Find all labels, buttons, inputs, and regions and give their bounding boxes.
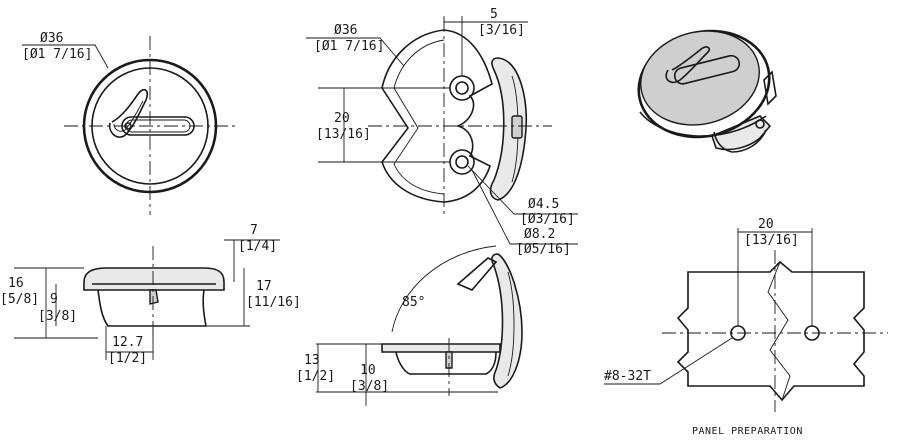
elevation-view: 16 [5/8] 9 [3/8] 7 [1/4] 17 [11/16] 12.7… — [0, 223, 301, 366]
elev-top-in: [1/4] — [238, 239, 277, 254]
elev-height-in: [5/8] — [0, 292, 39, 307]
iso-cap-lip — [639, 111, 767, 137]
side-offset-mm: 5 — [490, 7, 498, 22]
side-offset-in: [3/16] — [478, 23, 525, 38]
open-total-in: [1/2] — [296, 369, 335, 384]
open-base — [381, 343, 501, 353]
front-dia-in: [Ø1 7/16] — [22, 47, 92, 62]
iso-cap-face — [640, 30, 760, 126]
side-cap-edge — [489, 57, 528, 201]
panel-break-line — [767, 261, 791, 401]
front-dia-leader — [22, 44, 109, 69]
side-hole-bottom-outer — [449, 149, 475, 175]
elev-inner-in: [3/8] — [38, 309, 77, 324]
elev-body — [97, 289, 207, 327]
elev-top-mm: 7 — [250, 223, 258, 238]
side-hole-bottom-inner — [455, 155, 469, 169]
elev-stem — [149, 289, 159, 305]
iso-pull-slot — [673, 54, 741, 85]
side-hole-small-in: [Ø3/16] — [520, 212, 575, 227]
side-hole-top-inner — [455, 81, 469, 95]
elev-inner-mm: 9 — [50, 292, 58, 307]
side-view: Ø36 [Ø1 7/16] 5 [3/16] 20 [13/16] Ø4.5 [… — [306, 7, 578, 257]
elev-height-mm: 16 — [8, 276, 24, 291]
open-body — [395, 351, 497, 375]
open-view: 85° 13 [1/2] 10 [3/8] — [296, 245, 523, 406]
front-pin — [124, 122, 132, 130]
panel-thread: #8-32T — [604, 369, 651, 384]
panel-caption: PANEL PREPARATION — [692, 426, 803, 437]
elev-width-in: [1/2] — [108, 351, 147, 366]
side-hole-small-mm: Ø4.5 — [528, 197, 559, 212]
iso-latch — [763, 70, 777, 106]
side-spacing-mm: 20 — [334, 111, 350, 126]
side-hole-small-leader — [467, 165, 578, 215]
open-angle-arc — [391, 245, 497, 333]
open-base-in: [3/8] — [350, 379, 389, 394]
panel-thread-leader — [604, 337, 733, 385]
elev-width-mm: 12.7 — [112, 335, 143, 350]
side-dia-leader — [306, 37, 405, 67]
side-bracket-inner — [393, 39, 445, 195]
side-hole-top-outer — [449, 75, 475, 101]
side-hole-large-mm: Ø8.2 — [524, 227, 555, 242]
open-lid — [491, 253, 523, 389]
open-lid-face — [507, 271, 515, 377]
front-pull-ring — [108, 88, 149, 138]
elev-body-in: [11/16] — [246, 295, 301, 310]
front-pull-ring-inner — [113, 100, 144, 132]
side-hole-large-leader — [471, 169, 578, 245]
panel-spacing-in: [13/16] — [744, 233, 799, 248]
front-dia-mm: Ø36 — [40, 31, 63, 46]
side-hole-large-in: [Ø5/16] — [516, 242, 571, 257]
panel-spacing-mm: 20 — [758, 217, 774, 232]
open-stem — [445, 351, 453, 369]
open-total-mm: 13 — [304, 353, 320, 368]
front-pull-slot-inner — [125, 119, 191, 133]
iso-hinge-pin — [755, 119, 765, 129]
open-angle: 85° — [402, 295, 425, 310]
side-spacing-in: [13/16] — [316, 127, 371, 142]
side-dia-mm: Ø36 — [334, 23, 357, 38]
open-hinge-arm — [456, 257, 498, 291]
panel-view: 20 [13/16] #8-32T PANEL PREPARATION — [604, 217, 888, 437]
iso-body-side — [713, 129, 767, 153]
open-base-mm: 10 — [360, 363, 376, 378]
isometric-view — [637, 29, 777, 153]
front-view: Ø36 [Ø1 7/16] — [22, 31, 236, 215]
elev-body-mm: 17 — [256, 279, 272, 294]
iso-pull-ring — [665, 46, 711, 84]
front-pull-slot — [121, 116, 195, 136]
side-cap-latch — [511, 115, 523, 139]
side-dia-in: [Ø1 7/16] — [314, 39, 384, 54]
panel-outline — [676, 260, 865, 402]
elev-cap — [83, 267, 225, 291]
